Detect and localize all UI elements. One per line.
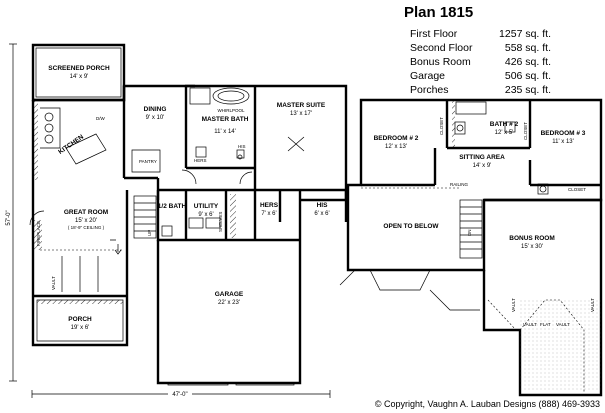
room-name-bath2: BATH # 2: [490, 121, 519, 128]
room-size-porch: 19' x 6': [71, 325, 90, 331]
label-fireplace: FIREPLACE: [36, 221, 41, 246]
label-dn: DN: [467, 230, 472, 237]
room-name-hers: HERS: [260, 202, 279, 209]
room-name-sitting-area: SITTING AREA: [459, 154, 505, 161]
copyright-text: © Copyright, Vaughn A. Lauban Designs (8…: [375, 399, 600, 409]
room-name-bedroom3: BEDROOM # 3: [541, 130, 586, 137]
label-closet-bedroom3: CLOSET: [568, 187, 586, 192]
room-name-screened-porch: SCREENED PORCH: [48, 65, 110, 72]
dimension-width: 47'-0": [172, 392, 187, 398]
label-vault: VAULT: [51, 276, 56, 290]
label-whirlpool: WHIRLPOOL: [217, 108, 245, 113]
spec-value-bonus-room: 426 sq. ft.: [505, 56, 551, 68]
room-name-half-bath: 1/2 BATH: [158, 203, 187, 210]
second-floor-plan: CLOSET BEDROOM # 2 12' x 13' BATH # 2 12…: [339, 98, 603, 397]
spec-table: First Floor 1257 sq. ft. Second Floor 55…: [410, 28, 551, 96]
spec-value-second-floor: 558 sq. ft.: [505, 42, 551, 54]
label-railing: RAILING: [450, 182, 469, 187]
label-flat: FLAT: [540, 322, 551, 327]
label-dishwasher: D/W: [96, 116, 106, 121]
spec-label-porches: Porches: [410, 84, 449, 96]
room-size-dining: 9' x 10': [146, 115, 165, 121]
room-name-utility: UTILITY: [194, 203, 219, 210]
room-name-master-suite: MASTER SUITE: [277, 102, 326, 109]
label-vault-2: VAULT: [556, 322, 570, 327]
room-size-his: 6' x 6': [314, 211, 329, 217]
room-size-master-suite: 13' x 17': [290, 111, 312, 117]
label-his-sink: HIS: [238, 144, 246, 149]
room-name-kitchen: KITCHEN: [57, 133, 85, 155]
room-size-bedroom2: 12' x 13': [385, 144, 407, 150]
label-hers-sink: HERS: [194, 158, 207, 163]
room-name-garage: GARAGE: [215, 291, 244, 298]
room-name-his: HIS: [317, 202, 329, 209]
spec-value-porches: 235 sq. ft.: [505, 84, 551, 96]
room-size-bonus-room: 15' x 30': [521, 244, 543, 250]
room-size-great-room: 15' x 20': [75, 218, 97, 224]
room-name-bonus-room: BONUS ROOM: [509, 235, 555, 242]
room-name-porch: PORCH: [68, 316, 92, 323]
great-room-ceiling-note: ( 18'-9" CEILING ): [68, 225, 105, 230]
room-size-utility: 9' x 6': [198, 212, 213, 218]
room-name-bedroom2: BEDROOM # 2: [374, 135, 419, 142]
room-size-bedroom3: 11' x 13': [552, 139, 574, 145]
label-closet-bath2: CLOSET: [523, 122, 528, 140]
room-name-great-room: GREAT ROOM: [64, 209, 108, 216]
room-name-master-bath: MASTER BATH: [202, 116, 249, 123]
room-size-garage: 22' x 23': [218, 300, 240, 306]
spec-label-first-floor: First Floor: [410, 28, 458, 40]
first-floor-plan: 57'-0" 47'-0": [6, 43, 348, 398]
room-size-sitting-area: 14' x 9': [473, 163, 492, 169]
spec-value-garage: 506 sq. ft.: [505, 70, 551, 82]
room-name-dining: DINING: [144, 106, 167, 113]
spec-label-bonus-room: Bonus Room: [410, 56, 471, 68]
label-vault-4: VAULT: [590, 298, 595, 312]
room-size-master-bath: 11' x 14': [214, 129, 236, 135]
room-size-bath2: 12' x 5': [495, 130, 514, 136]
spec-label-garage: Garage: [410, 70, 445, 82]
room-size-screened-porch: 14' x 9': [70, 74, 89, 80]
label-vault-1: VAULT: [523, 322, 537, 327]
spec-label-second-floor: Second Floor: [410, 42, 473, 54]
room-size-hers: 7' x 6': [261, 211, 276, 217]
label-closet-bedroom2: CLOSET: [439, 117, 444, 135]
room-name-open-to-below: OPEN TO BELOW: [383, 223, 439, 230]
dimension-depth: 57'-0": [6, 210, 12, 225]
label-vault-3: VAULT: [511, 298, 516, 312]
label-shelves: SHELVES: [218, 212, 223, 232]
label-up: UP: [147, 230, 152, 236]
spec-value-first-floor: 1257 sq. ft.: [499, 28, 551, 40]
plan-title: Plan 1815: [404, 4, 473, 21]
room-name-pantry: PANTRY: [139, 159, 157, 164]
